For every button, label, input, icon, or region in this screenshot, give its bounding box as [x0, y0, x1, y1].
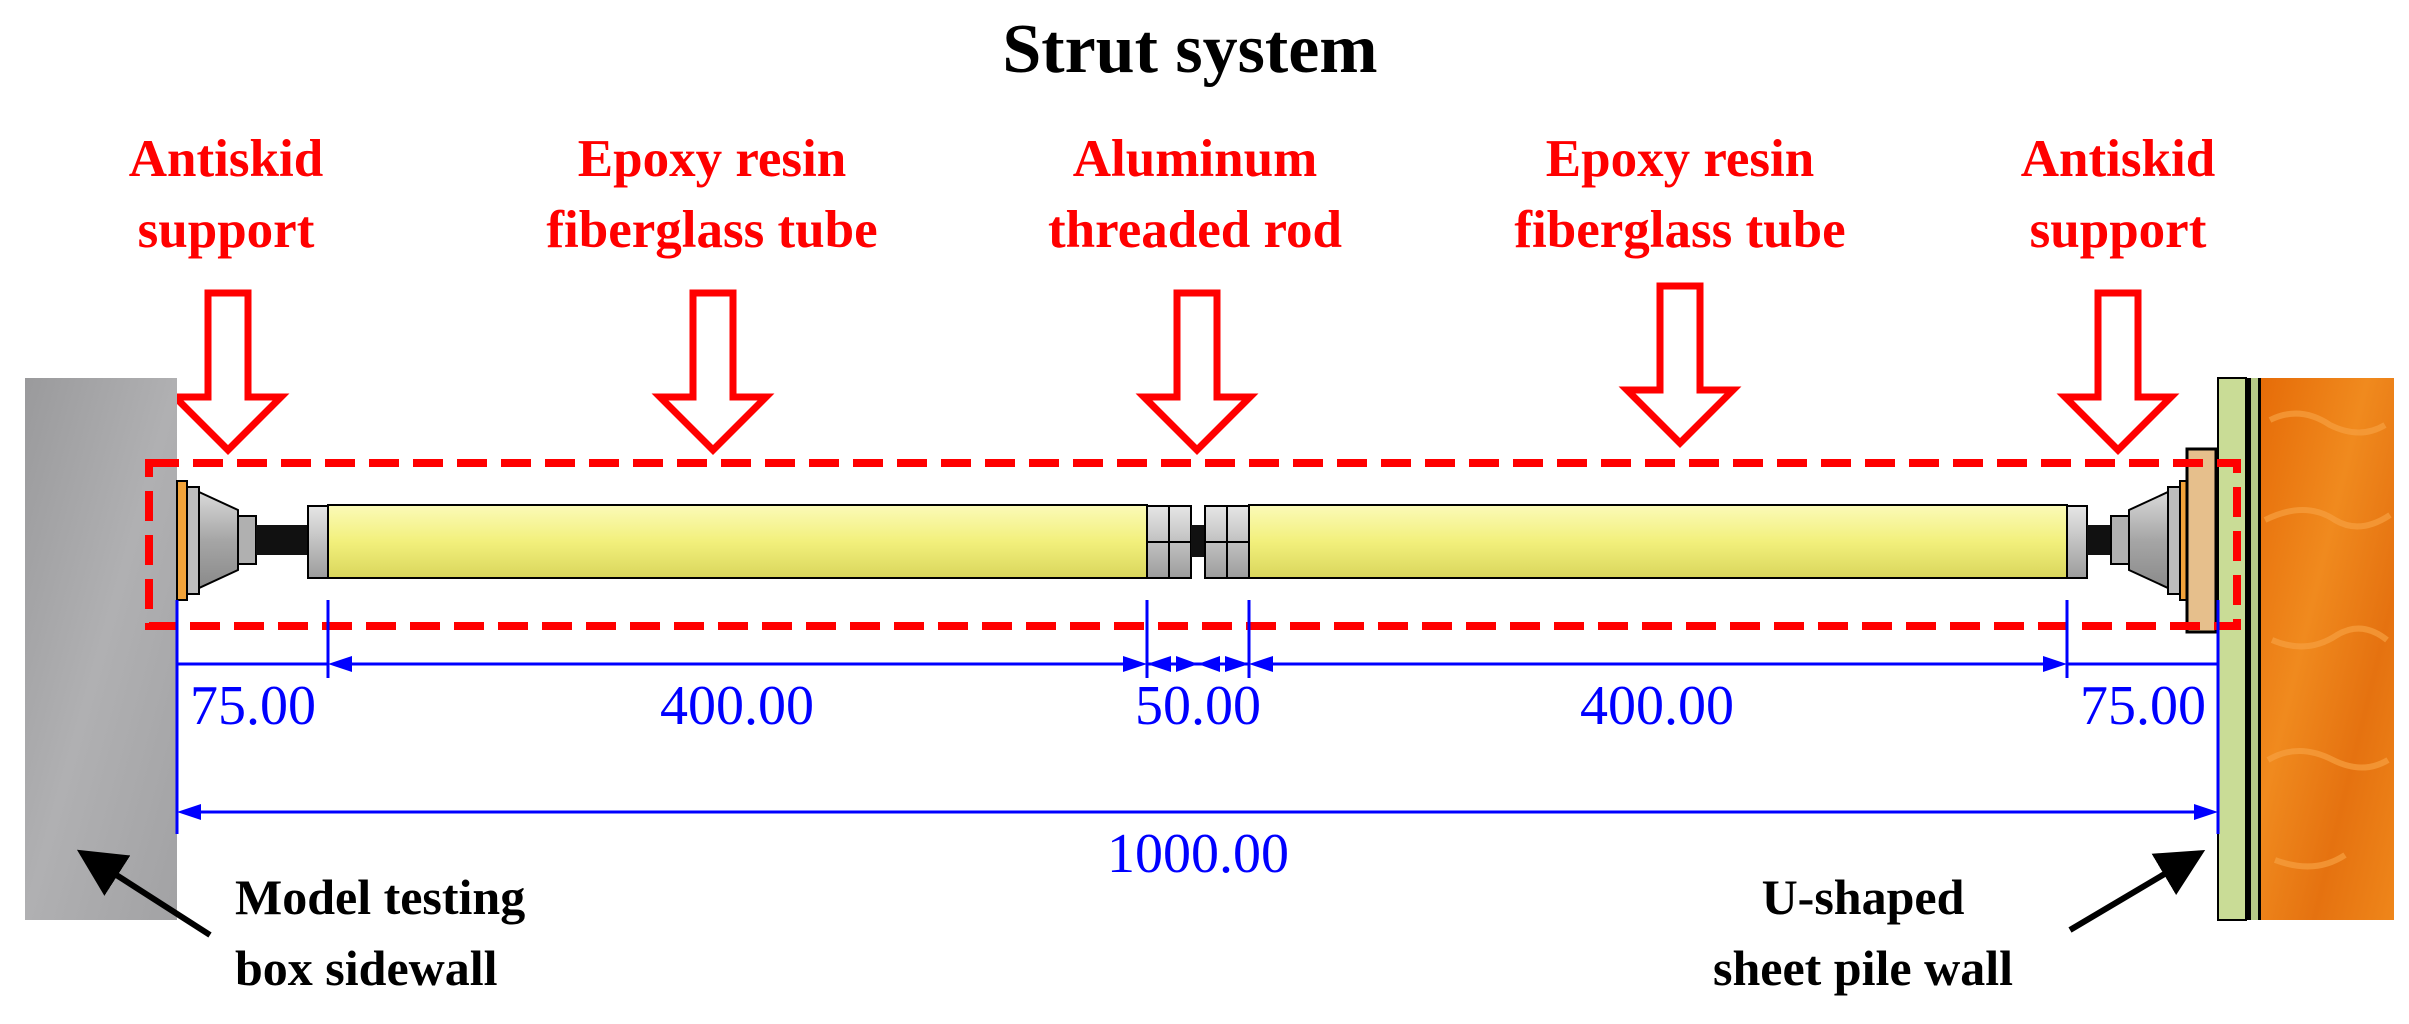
dimension-line-rod	[1147, 656, 1249, 672]
down-arrow-left-support	[166, 289, 290, 455]
dimension-right-support: 75.00	[2080, 675, 2206, 737]
label-right-support: Antiskid support	[2021, 130, 2215, 259]
strut-system-boundary	[145, 459, 2241, 630]
label-right-tube: Epoxy resin fiberglass tube	[1514, 130, 1845, 259]
label-left-support: Antiskid support	[129, 130, 323, 259]
right-fiberglass-tube	[1248, 504, 2068, 579]
dimension-left-tube: 400.00	[660, 675, 814, 737]
down-arrow-rod	[1135, 289, 1259, 455]
label-left-tube-line2: fiberglass tube	[546, 201, 877, 259]
note-left-wall-line2: box sidewall	[235, 940, 498, 996]
dimension-right-tube: 400.00	[1580, 675, 1734, 737]
diagram-title: Strut system	[1002, 11, 1377, 88]
note-left-wall-line1: Model testing	[235, 869, 525, 925]
label-left-support-line2: support	[138, 201, 315, 259]
note-left-wall: Model testing box sidewall	[235, 869, 525, 996]
label-rod-line2: threaded rod	[1048, 201, 1342, 259]
label-right-support-line2: support	[2030, 201, 2207, 259]
label-left-support-line1: Antiskid	[129, 130, 323, 188]
label-right-tube-line2: fiberglass tube	[1514, 201, 1845, 259]
right-sheet-pile-wall	[2217, 377, 2261, 921]
down-arrow-right-support	[2056, 289, 2180, 455]
label-right-tube-line1: Epoxy resin	[1546, 130, 1815, 188]
left-fiberglass-tube	[327, 504, 1148, 579]
label-right-support-line1: Antiskid	[2021, 130, 2215, 188]
pointer-arrow-right-wall	[2068, 849, 2206, 933]
right-antiskid-support	[2066, 447, 2218, 634]
label-left-tube: Epoxy resin fiberglass tube	[546, 130, 877, 259]
dimension-left-support: 75.00	[190, 675, 316, 737]
left-antiskid-support	[176, 480, 329, 601]
down-arrow-right-tube	[1618, 282, 1742, 448]
pointer-arrow-left-wall	[76, 849, 212, 938]
label-left-tube-line1: Epoxy resin	[578, 130, 847, 188]
dimension-line-total	[177, 804, 2218, 820]
label-rod: Aluminum threaded rod	[1048, 130, 1342, 259]
dimension-rod: 50.00	[1135, 675, 1261, 737]
dimension-line-right-tube	[1249, 656, 2067, 672]
note-right-wall-line2: sheet pile wall	[1713, 940, 2013, 996]
label-rod-line1: Aluminum	[1073, 130, 1317, 188]
dimension-line-left-tube	[328, 656, 1147, 672]
note-right-wall-line1: U-shaped	[1762, 869, 1965, 925]
note-right-wall: U-shaped sheet pile wall	[1713, 869, 2013, 996]
aluminum-threaded-rod	[1146, 505, 1250, 579]
dimension-total: 1000.00	[1107, 823, 1289, 885]
right-soil-block	[2261, 378, 2394, 920]
down-arrow-left-tube	[651, 289, 775, 455]
